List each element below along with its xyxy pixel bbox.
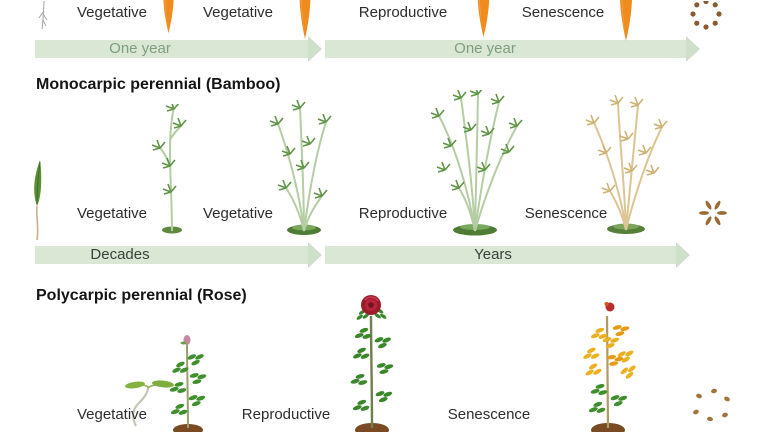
seed-star-icon xyxy=(691,191,735,235)
timeline-label: Years xyxy=(474,246,512,263)
timeline-label: Decades xyxy=(90,246,150,263)
arrow-band xyxy=(325,40,687,58)
arrow-head-icon xyxy=(308,242,322,268)
arrow-band xyxy=(325,246,677,264)
carrot-icon xyxy=(616,0,636,42)
arrow-head-icon xyxy=(308,36,322,62)
bamboo-senescent-icon xyxy=(578,95,674,237)
timeline-label: One year xyxy=(454,40,516,57)
seedling-icon xyxy=(122,376,180,428)
carrot-icon xyxy=(296,0,314,40)
stage-label: Vegetative xyxy=(76,205,148,222)
sprout-icon xyxy=(25,158,55,243)
carrot-icon xyxy=(474,0,493,38)
arrow-head-icon xyxy=(676,242,690,268)
stage-label: Vegetative xyxy=(202,205,274,222)
rose-flowering-icon xyxy=(338,288,406,432)
stage-label: Senescence xyxy=(447,406,531,423)
timeline-arrow: One year xyxy=(35,36,322,62)
taproot-sketch-icon xyxy=(33,0,55,30)
timeline-arrow: Years xyxy=(325,242,690,268)
arrow-band xyxy=(35,246,309,264)
arrow-head-icon xyxy=(686,36,700,62)
stage-label: Reproductive xyxy=(358,205,448,222)
section-heading: Monocarpic perennial (Bamboo) xyxy=(36,76,281,93)
bamboo-medium-icon xyxy=(258,96,348,238)
stage-label: Reproductive xyxy=(358,4,448,21)
stage-label: Senescence xyxy=(524,205,608,222)
rose-vegetative-icon xyxy=(158,328,218,432)
carrot-icon xyxy=(160,0,177,34)
timeline-arrow: One year xyxy=(325,36,700,62)
stage-label: Vegetative xyxy=(76,4,148,21)
timeline-label: One year xyxy=(109,40,171,57)
stage-label: Vegetative xyxy=(76,406,148,423)
timeline-arrow: Decades xyxy=(35,242,322,268)
stage-label: Senescence xyxy=(521,4,605,21)
seed-ring-icon xyxy=(684,1,728,33)
stage-label: Vegetative xyxy=(202,4,274,21)
section-heading: Polycarpic perennial (Rose) xyxy=(36,287,247,304)
rose-senescent-icon xyxy=(570,292,646,432)
arrow-band xyxy=(35,40,309,58)
bamboo-large-icon xyxy=(425,90,525,238)
seed-scatter-icon xyxy=(689,388,735,428)
stage-label: Reproductive xyxy=(241,406,331,423)
bamboo-small-icon xyxy=(145,104,200,234)
